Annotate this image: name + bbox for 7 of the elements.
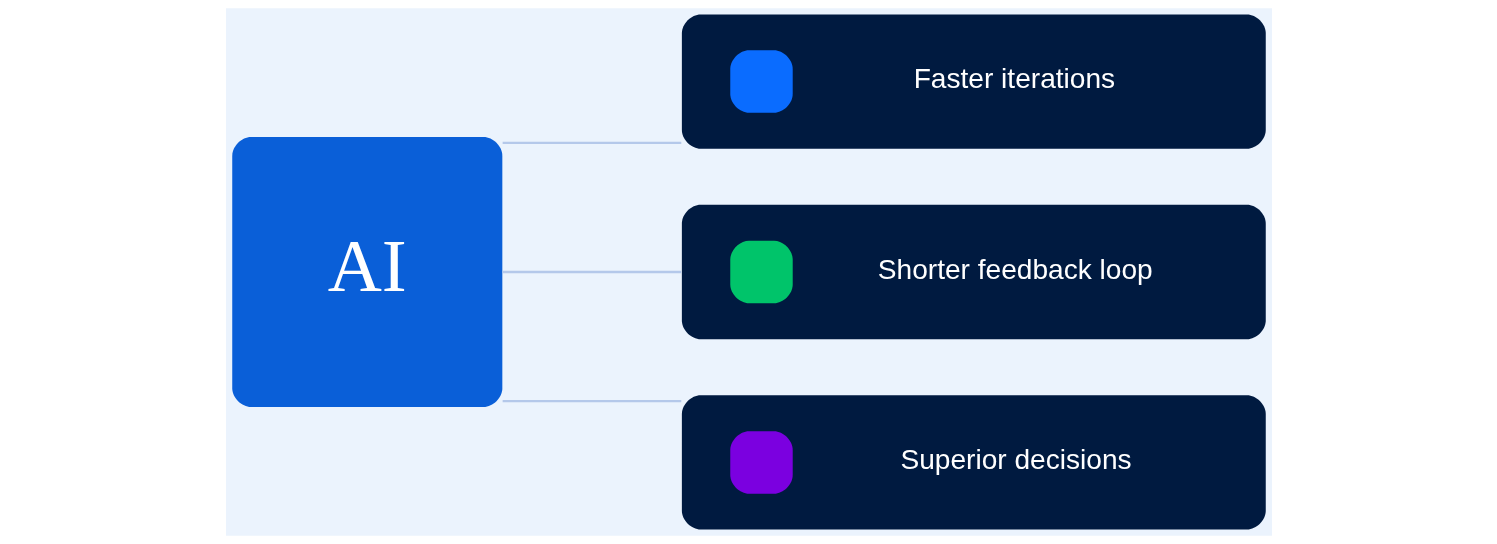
node-box: Shorter feedback loop bbox=[681, 204, 1266, 340]
connector bbox=[502, 270, 681, 274]
node-box: AI bbox=[231, 136, 502, 408]
node-box: Superior decisions bbox=[681, 395, 1266, 530]
connector bbox=[502, 141, 681, 144]
node-box: Faster iterations bbox=[681, 14, 1266, 149]
connector bbox=[502, 400, 681, 403]
